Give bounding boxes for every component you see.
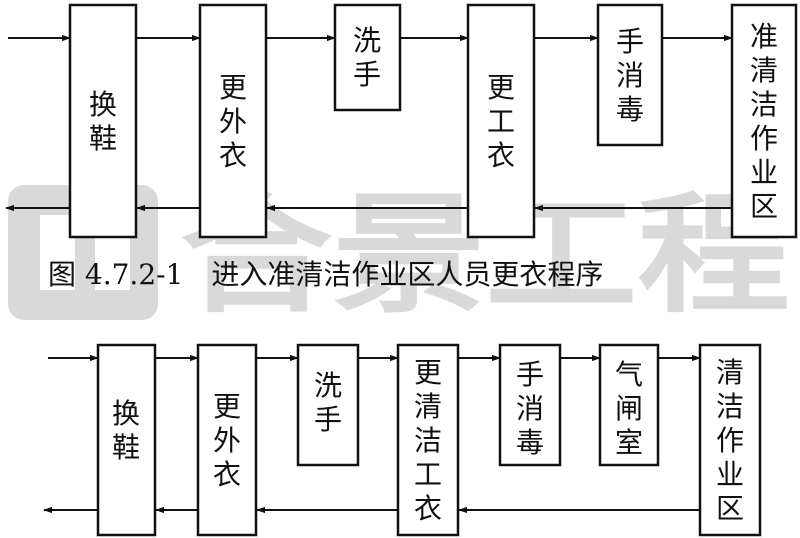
d1-box-work-clothes xyxy=(466,3,536,239)
d2-step-label: 更外衣 xyxy=(213,390,241,491)
d1-box-change-shoes xyxy=(68,3,138,239)
diagram-2: 换鞋 更外衣 洗手 更清洁工衣 手消毒 气闸室 清洁作业区 xyxy=(43,343,762,537)
d1-box-remove-outerwear xyxy=(198,3,268,239)
d1-step-label: 更工衣 xyxy=(487,71,515,172)
d2-step-label: 洗手 xyxy=(314,369,342,436)
d1-step-label: 换鞋 xyxy=(89,88,117,155)
d1-box-semi-clean-area xyxy=(730,3,798,239)
d2-step-label: 手消毒 xyxy=(516,358,544,459)
d2-step-label: 更清洁工衣 xyxy=(414,356,442,525)
d1-step-label: 洗手 xyxy=(353,24,381,91)
d1-step-label: 手消毒 xyxy=(616,25,644,126)
diagram-1: 换鞋 更外衣 洗手 更工衣 手消毒 准清洁作业区 xyxy=(5,3,798,239)
d2-box-hand-disinfection xyxy=(498,343,562,467)
d2-box-clean-work-clothes xyxy=(396,343,460,537)
d1-step-label: 更外衣 xyxy=(219,71,247,172)
d2-box-airlock xyxy=(598,343,660,467)
d1-box-hand-disinfection xyxy=(596,3,664,147)
d1-box-wash-hands xyxy=(333,3,402,112)
d2-step-label: 清洁作业区 xyxy=(716,356,744,525)
d1-step-label: 准清洁作业区 xyxy=(750,20,778,223)
d2-step-label: 气闸室 xyxy=(615,358,643,459)
d2-box-wash-hands xyxy=(296,343,360,467)
d2-box-remove-outerwear xyxy=(196,343,258,537)
d2-box-change-shoes xyxy=(96,343,157,537)
figure-caption: 图 4.7.2-1 进入准清洁作业区人员更衣程序 xyxy=(48,258,603,291)
d2-box-clean-area xyxy=(698,343,762,537)
d2-step-label: 换鞋 xyxy=(112,397,140,464)
